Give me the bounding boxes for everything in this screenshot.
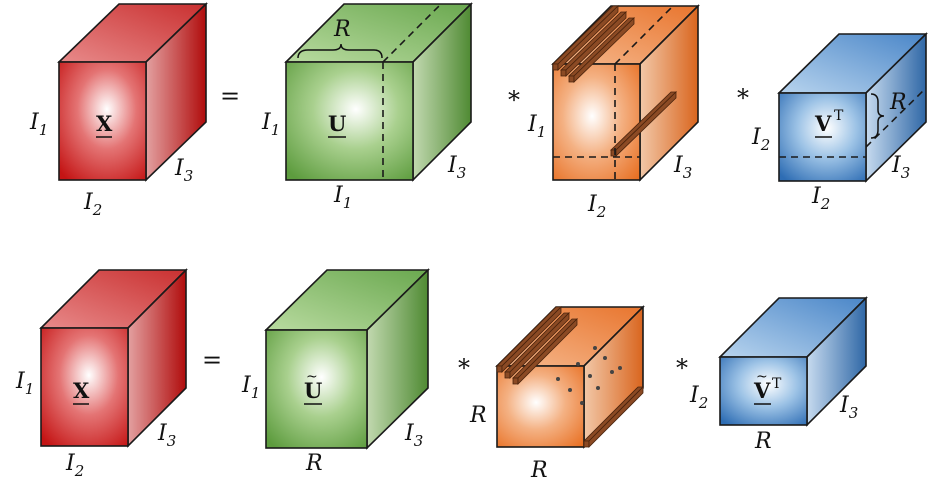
- svg-text:I2: I2: [811, 184, 830, 213]
- svg-text:R: R: [469, 403, 487, 428]
- svg-text:I3: I3: [174, 156, 193, 185]
- svg-text:I2: I2: [751, 125, 770, 154]
- row2-x-name: X: [73, 378, 90, 403]
- row2-v-name: V: [753, 378, 771, 403]
- svg-text:I3: I3: [673, 153, 692, 182]
- row2-times-sign-1: *: [458, 354, 470, 382]
- row2-times-sign-2: *: [676, 354, 688, 382]
- svg-text:I2: I2: [689, 383, 708, 412]
- row1-v-brace: [870, 93, 885, 139]
- svg-text:I1: I1: [527, 112, 546, 141]
- row1-core-fibers: [552, 5, 677, 157]
- row1-x-name: X: [96, 111, 113, 136]
- row1-times-sign-2: *: [737, 84, 749, 112]
- row1-times-sign-1: *: [508, 86, 520, 114]
- row1-v-tensor: R V T I2 I2 I3: [751, 32, 928, 213]
- svg-text:I1: I1: [261, 110, 280, 139]
- svg-text:I2: I2: [587, 192, 606, 221]
- row1-u-name: U: [328, 111, 346, 136]
- row1-equals-sign: =: [220, 82, 240, 110]
- svg-text:T: T: [772, 376, 782, 392]
- svg-text:I3: I3: [404, 421, 423, 450]
- row2-core-tensor: R R: [469, 305, 645, 483]
- row2-u-tensor: U ~ I1 R I3: [241, 268, 430, 476]
- svg-text:I1: I1: [241, 373, 260, 402]
- svg-text:I3: I3: [157, 421, 176, 450]
- svg-text:I1: I1: [15, 369, 34, 398]
- row2-v-tensor: V ~ T I2 R I3: [689, 296, 868, 454]
- svg-text:~: ~: [756, 369, 768, 385]
- svg-text:R: R: [530, 458, 548, 483]
- svg-text:I1: I1: [29, 110, 48, 139]
- svg-text:I2: I2: [65, 451, 84, 480]
- row2-core-sparse-dots: [556, 346, 622, 405]
- svg-text:I2: I2: [83, 190, 102, 219]
- row1-u-brace: [297, 43, 383, 59]
- svg-text:R: R: [333, 17, 351, 42]
- svg-text:I3: I3: [891, 153, 910, 182]
- svg-text:T: T: [834, 108, 844, 124]
- row1-x-tensor: X I1 I2 I3: [29, 2, 208, 219]
- svg-text:R: R: [889, 90, 907, 115]
- row2-x-tensor: X I1 I2 I3: [15, 268, 188, 480]
- svg-text:I3: I3: [839, 393, 858, 422]
- row1-v-name: V: [814, 111, 832, 136]
- row2-u-name: U: [304, 378, 322, 403]
- row1-u-tensor: R U I1 I1 I3: [261, 2, 473, 212]
- svg-text:R: R: [305, 451, 323, 476]
- row1-core-tensor: I1 I2 I3: [527, 4, 700, 221]
- svg-text:I1: I1: [333, 183, 352, 212]
- svg-text:~: ~: [306, 369, 318, 385]
- row2-core-fibers: [496, 306, 644, 448]
- svg-text:I3: I3: [447, 153, 466, 182]
- svg-text:R: R: [754, 429, 772, 454]
- row2-equals-sign: =: [202, 346, 222, 374]
